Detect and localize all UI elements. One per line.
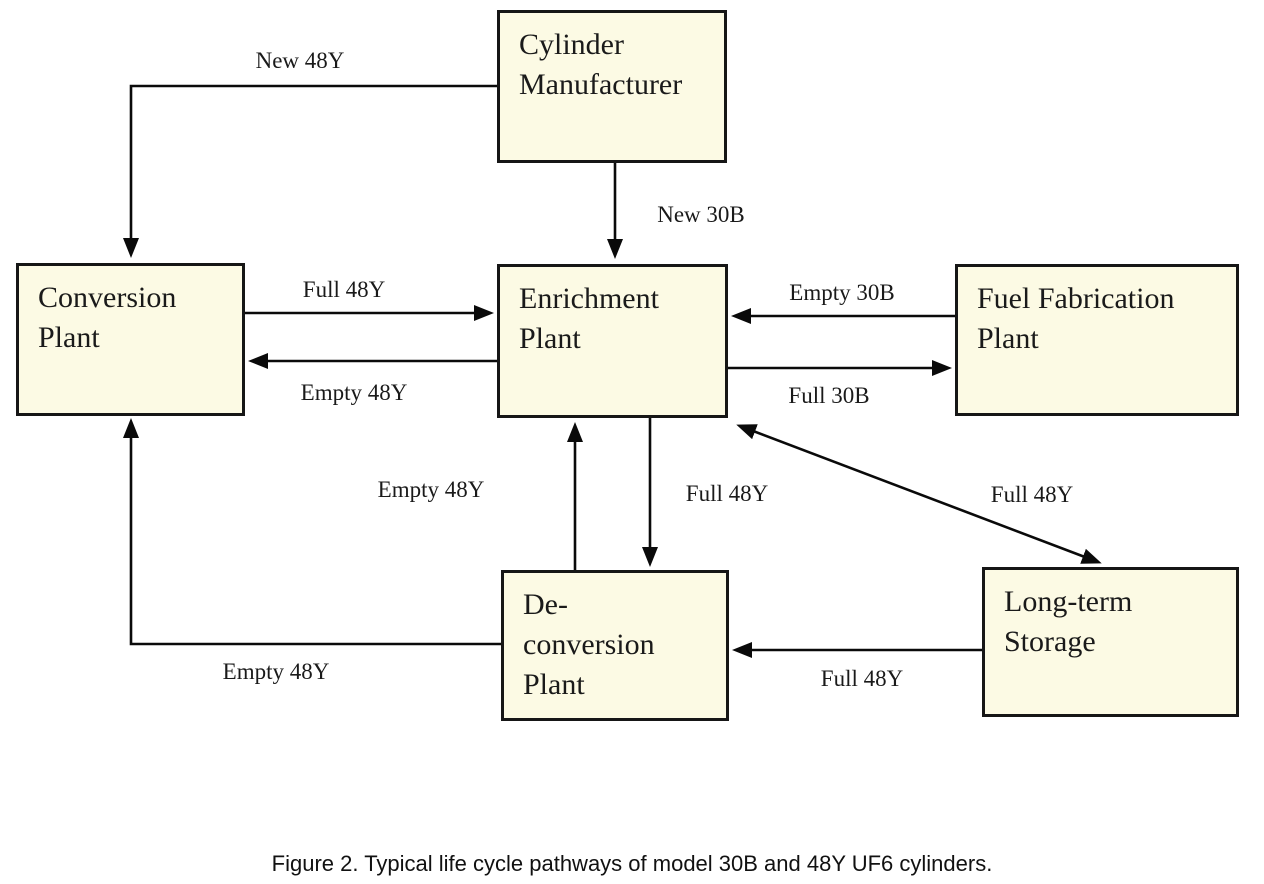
figure-caption: Figure 2. Typical life cycle pathways of… [271,851,993,876]
arrow-full-48y-enrichment-storage-diagonal [736,424,1102,564]
node-label-line: Conversion [38,281,177,314]
node-label-line: Plant [519,322,581,355]
node-label-line: Enrichment [519,282,659,315]
node-long-term-storage: Long-term Storage [982,567,1239,717]
node-label-line: Fuel Fabrication [977,282,1175,315]
node-label-line: De- [523,588,568,621]
node-label-line: Plant [523,668,585,701]
arrow-empty-48y-deconversion-to-conversion [123,418,501,646]
node-label-line: Plant [38,321,100,354]
flow-label-full-48y-enrichment-deconversion: Full 48Y [685,481,769,506]
flow-label-empty-30b: Empty 30B [789,280,895,305]
node-deconversion-plant: De- conversion Plant [501,570,729,721]
flow-label-full-48y-conversion-enrichment: Full 48Y [302,277,386,302]
flow-label-empty-48y-deconversion-conversion: Empty 48Y [222,659,330,684]
flow-label-new-30b: New 30B [657,202,745,227]
node-label-line: Cylinder [519,28,624,61]
node-enrichment-plant: Enrichment Plant [497,264,728,418]
node-label-line: conversion [523,628,655,661]
flow-label-full-48y-storage-deconversion: Full 48Y [820,666,904,691]
flow-label-new-48y: New 48Y [255,48,345,73]
flow-label-full-30b: Full 30B [788,383,870,408]
node-cylinder-manufacturer: Cylinder Manufacturer [497,10,727,163]
flow-label-empty-48y-enrichment-conversion: Empty 48Y [300,380,408,405]
node-label-line: Long-term [1004,585,1133,618]
arrow-new-48y [123,84,497,258]
node-label-line: Plant [977,322,1039,355]
flow-label-empty-48y-deconversion-enrichment: Empty 48Y [377,477,485,502]
node-conversion-plant: Conversion Plant [16,263,245,416]
node-label-line: Storage [1004,625,1096,658]
node-label-line: Manufacturer [519,68,683,101]
node-fuel-fabrication-plant: Fuel Fabrication Plant [955,264,1239,416]
flow-label-full-48y-diagonal: Full 48Y [990,482,1074,507]
